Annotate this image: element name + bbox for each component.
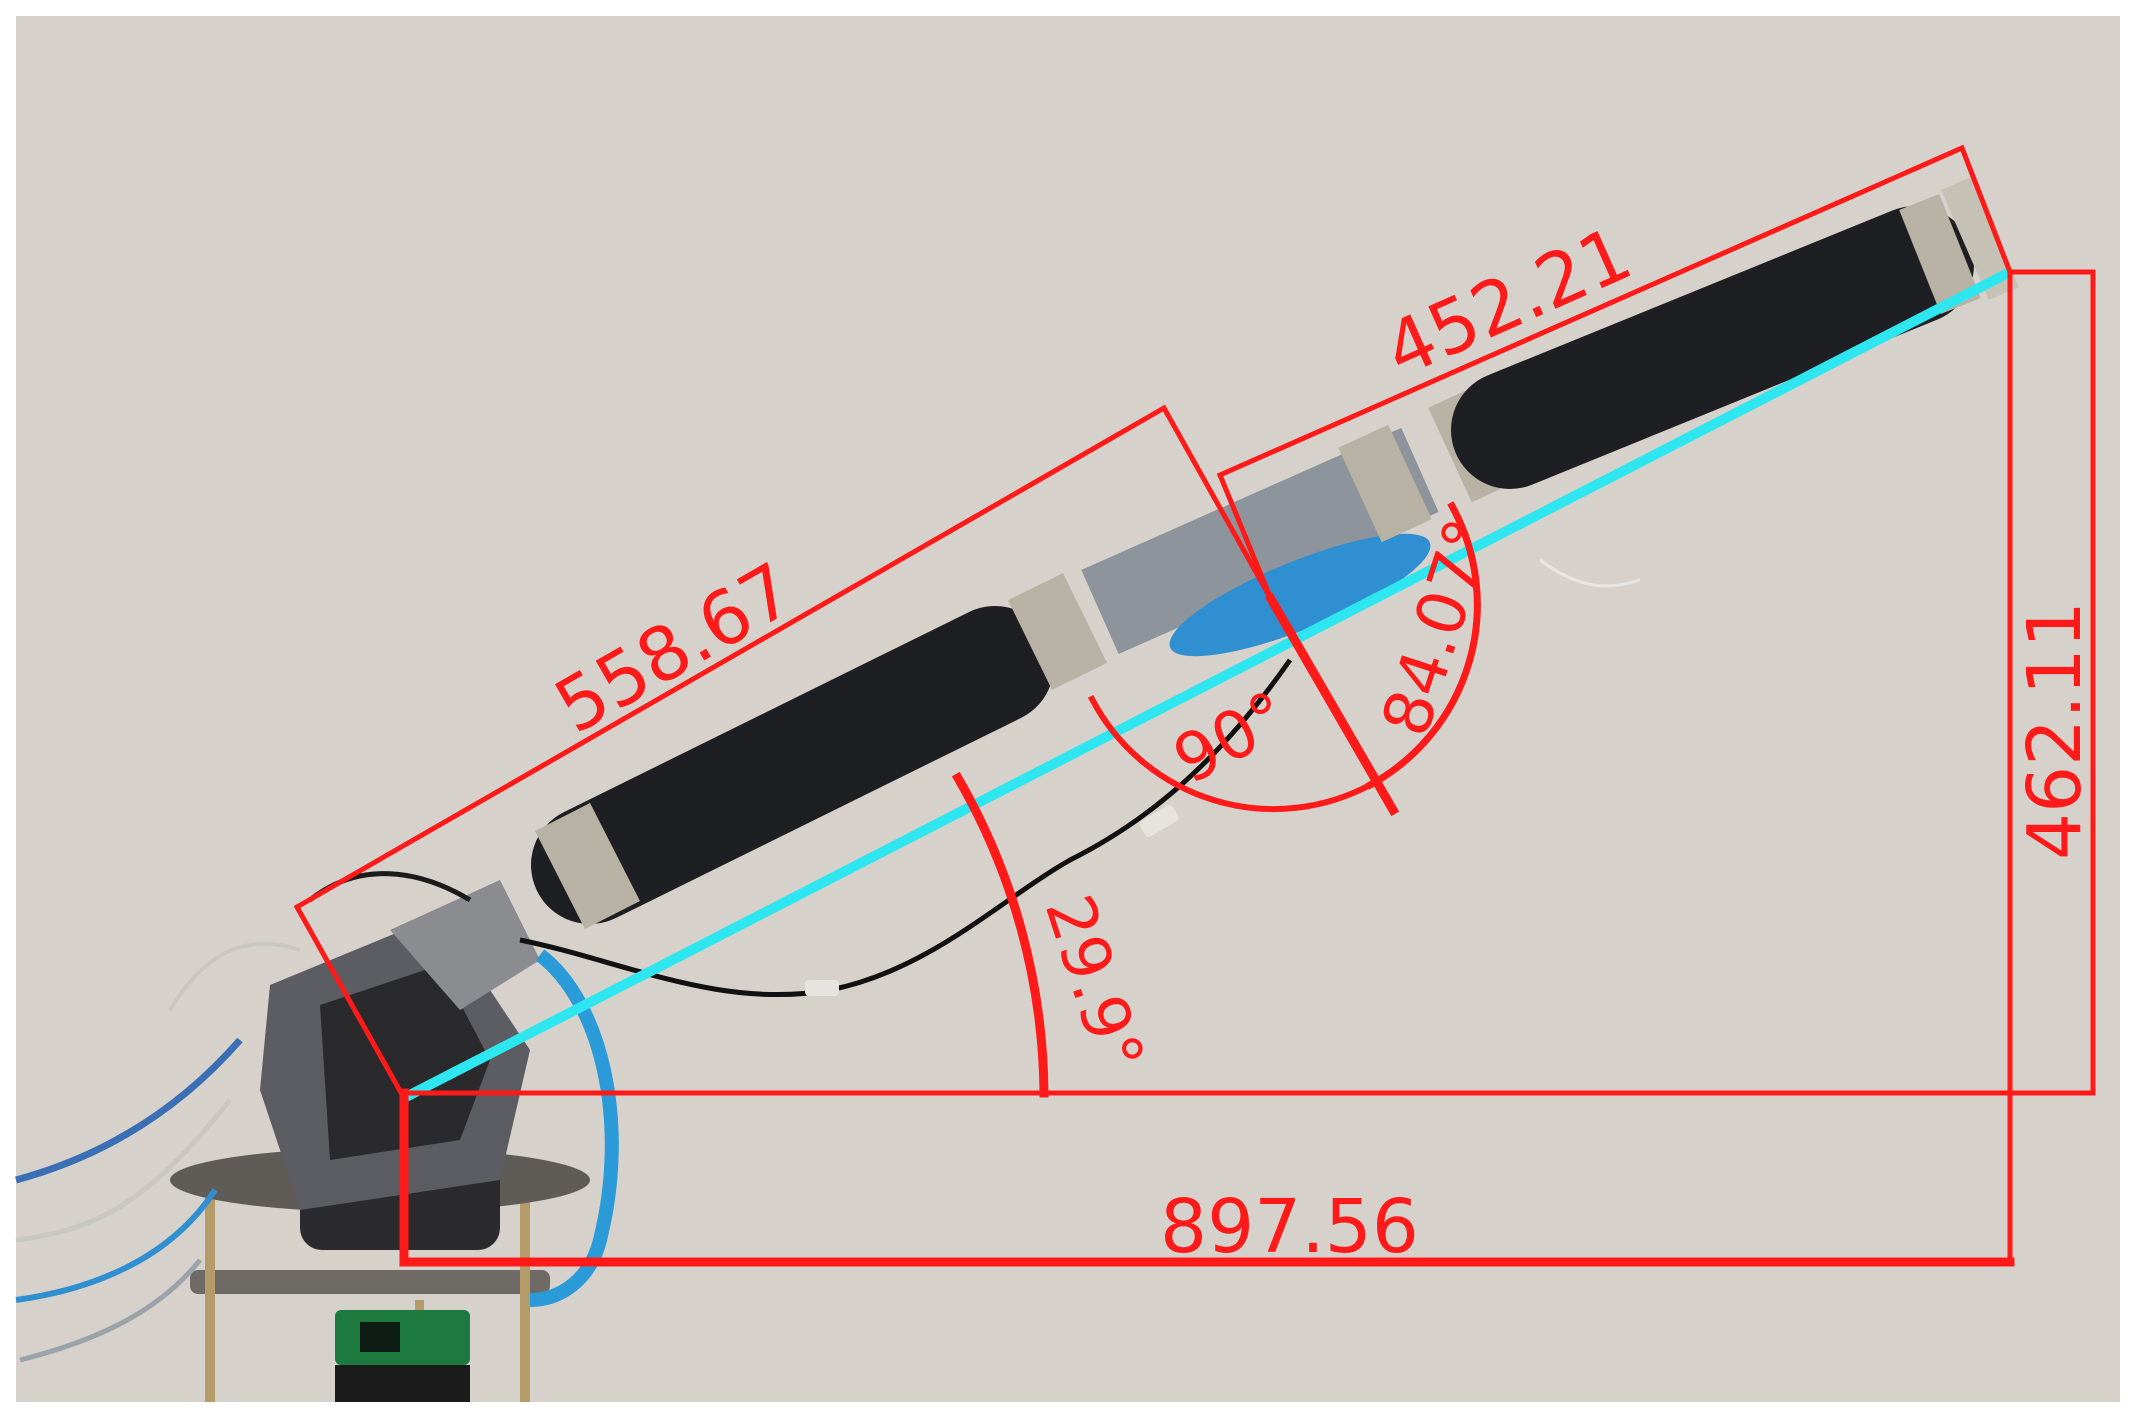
dimension-annotations <box>293 144 2096 1267</box>
perpendicular-line <box>1264 592 1400 817</box>
arm-axis-line <box>401 267 2013 1103</box>
dimension-box-link2 <box>1216 144 2014 603</box>
stand-rod-right <box>520 1190 530 1402</box>
tube-segment-link1 <box>531 606 1054 924</box>
end-cap <box>1941 176 2019 301</box>
hose-clamp <box>1007 573 1108 690</box>
joint-angle-arc <box>1365 501 1481 790</box>
dimension-horizontal <box>399 1088 2015 1267</box>
robot-arm <box>519 176 2019 998</box>
signal-wire <box>519 658 1293 998</box>
right-angle-arc <box>1087 694 1375 813</box>
hose-clamp <box>535 802 640 930</box>
circuit-board-chip <box>360 1322 400 1352</box>
base-assembly <box>15 871 619 1402</box>
horizontal-span-label: 897.56 <box>1160 1184 1419 1270</box>
joint-blue-piece <box>1169 533 1431 657</box>
tube-segment-link2 <box>1451 206 1974 489</box>
wiring-bundle <box>19 1258 202 1363</box>
hose-clamp <box>1899 194 1981 314</box>
wire-connector <box>805 980 839 996</box>
motor-mount-inner <box>320 965 490 1160</box>
board-underside <box>335 1365 470 1402</box>
base-angle-arc <box>951 771 1049 1098</box>
wiring-bundle <box>15 1188 218 1303</box>
blue-hose <box>529 949 619 1307</box>
stand-plate-lower <box>190 1270 550 1294</box>
wiring-bundle <box>15 1037 243 1184</box>
thin-wire <box>1539 558 1641 588</box>
wiring-bundle <box>15 1098 232 1243</box>
circuit-board-icon <box>335 1310 470 1365</box>
wire-connector <box>1139 805 1179 837</box>
wiring-bundle <box>168 941 301 1012</box>
vertical-height-label: 462.11 <box>2012 601 2098 860</box>
hose-clamp <box>1338 424 1432 543</box>
dimension-box-link1 <box>293 404 1275 1102</box>
bracket-top <box>390 880 540 1010</box>
stand-rod-left <box>205 1190 215 1402</box>
